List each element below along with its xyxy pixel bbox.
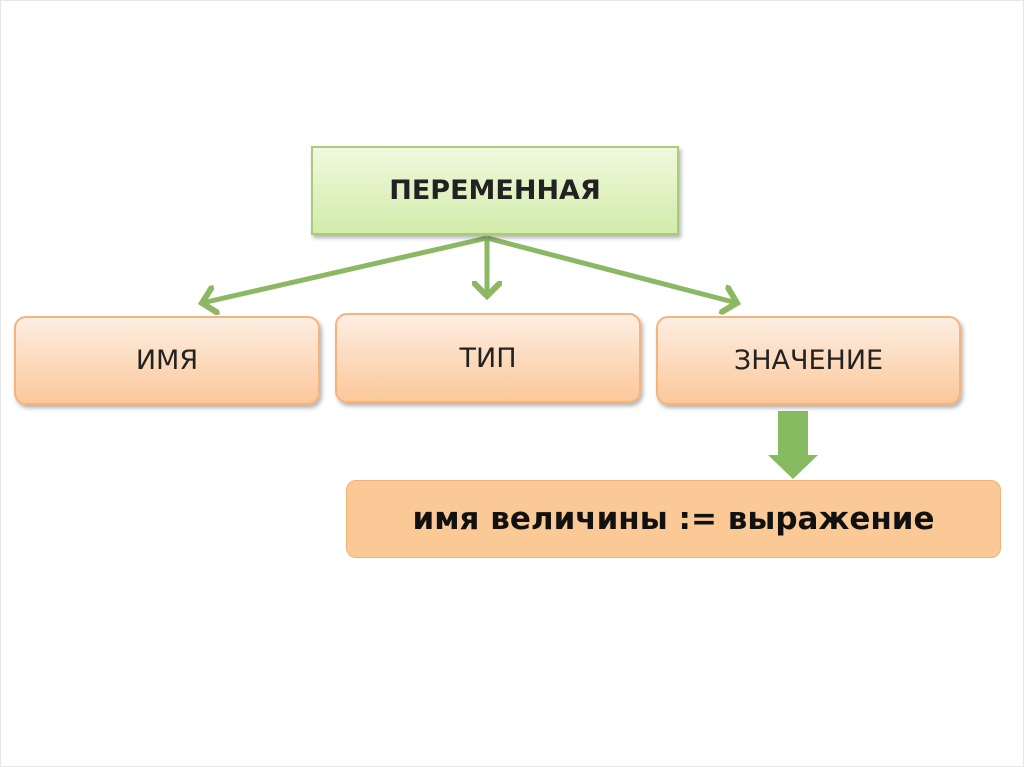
root-node-variable: ПЕРЕМЕННАЯ bbox=[311, 146, 679, 235]
assignment-node: имя величины := выражение bbox=[346, 480, 1001, 558]
arrow-to-name bbox=[202, 235, 488, 303]
arrow-to-value bbox=[486, 235, 737, 303]
node-value-label: ЗНАЧЕНИЕ bbox=[733, 345, 884, 376]
block-arrow-down bbox=[768, 411, 818, 479]
root-label: ПЕРЕМЕННАЯ bbox=[389, 175, 601, 206]
node-type: ТИП bbox=[335, 313, 641, 403]
node-name-label: ИМЯ bbox=[135, 345, 199, 376]
node-name: ИМЯ bbox=[14, 316, 320, 405]
node-value: ЗНАЧЕНИЕ bbox=[656, 316, 961, 405]
assignment-label: имя величины := выражение bbox=[412, 501, 935, 537]
node-type-label: ТИП bbox=[459, 342, 517, 374]
